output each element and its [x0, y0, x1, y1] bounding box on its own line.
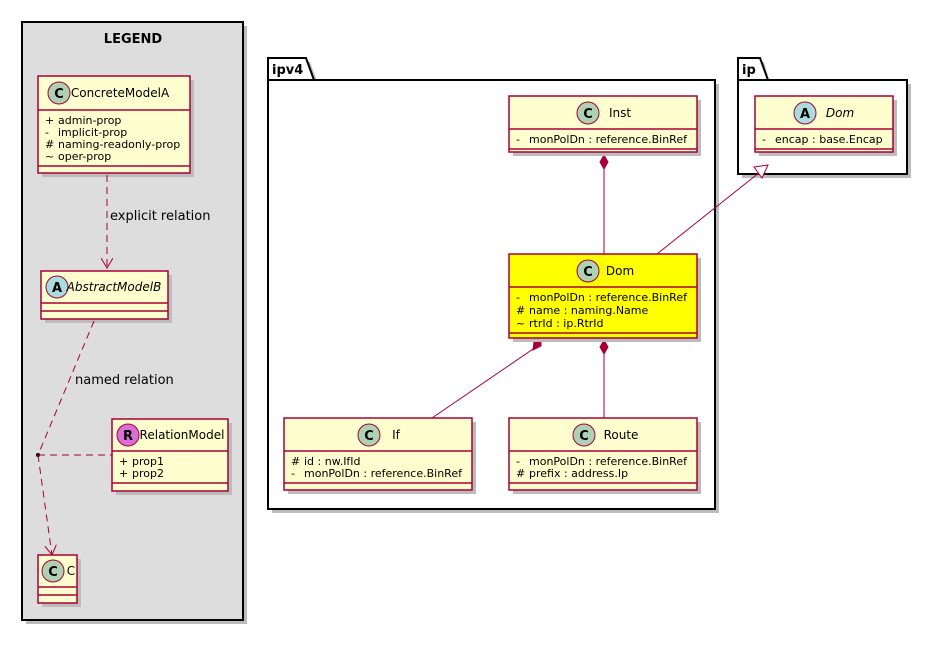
- legend-panel: LEGEND C ConcreteModelA + admin-prop - i…: [21, 21, 247, 624]
- private-visibility-icon: -: [516, 455, 520, 468]
- private-visibility-icon: -: [516, 133, 520, 146]
- class-name: ConcreteModelA: [71, 86, 170, 100]
- stereotype-letter: C: [54, 87, 64, 102]
- class-name: Route: [604, 428, 639, 442]
- legend-c-class: C C: [37, 554, 81, 607]
- stereotype-letter: C: [48, 565, 58, 580]
- protected-visibility-icon: #: [291, 455, 300, 468]
- prop-label: prop1: [132, 455, 164, 468]
- class-name: AbstractModelB: [66, 280, 162, 294]
- class-stereotype-icon: [576, 259, 600, 283]
- class-stereotype-icon: [576, 101, 600, 125]
- composition-diamond-icon: [599, 338, 609, 356]
- prop-label: admin-prop: [58, 114, 121, 127]
- class-ipv4-inst: C Inst - monPolDn : reference.BinRef: [508, 95, 701, 156]
- stereotype-letter: A: [800, 107, 810, 122]
- abstract-stereotype-icon: [793, 101, 817, 125]
- public-visibility-icon: +: [45, 114, 54, 127]
- dom-if-composition: [431, 346, 537, 419]
- class-stereotype-icon: [357, 423, 381, 447]
- class-ipv4-dom: C Dom - monPolDn : reference.BinRef # na…: [508, 253, 701, 342]
- class-name: Dom: [826, 106, 854, 120]
- explicit-relation-label: explicit relation: [110, 209, 210, 224]
- named-relation-edge: [37, 320, 95, 456]
- relation-target-edge: [37, 454, 52, 555]
- protected-visibility-icon: #: [516, 467, 525, 480]
- class-ipv4-if: C If # id : nw.IfId - monPolDn : referen…: [283, 417, 476, 494]
- package-visibility-icon: ~: [45, 150, 54, 163]
- legend-concrete-model-class: C ConcreteModelA + admin-prop - implicit…: [37, 75, 194, 177]
- prop-label: prop2: [132, 467, 164, 480]
- class-name: RelationModel: [140, 428, 225, 442]
- stereotype-letter: C: [579, 429, 589, 444]
- generalization-arrow-icon: [753, 164, 769, 179]
- class-stereotype-icon: [41, 559, 65, 583]
- class-name: Dom: [606, 264, 634, 278]
- prop-label: prefix : address.Ip: [529, 467, 628, 480]
- prop-label: naming-readonly-prop: [58, 138, 180, 151]
- stereotype-letter: C: [364, 429, 374, 444]
- class-ipv4-route: C Route - monPolDn : reference.BinRef # …: [508, 417, 701, 494]
- public-visibility-icon: +: [119, 455, 128, 468]
- dom-inherits-ip-dom: [656, 171, 761, 255]
- abstract-stereotype-icon: [45, 275, 69, 299]
- prop-label: monPolDn : reference.BinRef: [529, 455, 688, 468]
- private-visibility-icon: -: [516, 291, 520, 304]
- package-name: ipv4: [272, 63, 303, 78]
- private-visibility-icon: -: [762, 133, 766, 146]
- legend-title: LEGEND: [104, 32, 163, 47]
- prop-label: encap : base.Encap: [775, 133, 883, 146]
- named-relation-label: named relation: [75, 373, 174, 388]
- legend-abstract-model-class: A AbstractModelB: [40, 270, 172, 323]
- prop-label: oper-prop: [58, 150, 111, 163]
- stereotype-letter: C: [583, 107, 593, 122]
- legend-relation-model-class: R RelationModel + prop1 + prop2: [111, 418, 232, 495]
- prop-label: id : nw.IfId: [304, 455, 361, 468]
- package-visibility-icon: ~: [516, 317, 525, 330]
- protected-visibility-icon: #: [516, 304, 525, 317]
- prop-label: rtrId : ip.RtrId: [529, 317, 604, 330]
- class-stereotype-icon: [47, 81, 71, 105]
- public-visibility-icon: +: [119, 467, 128, 480]
- private-visibility-icon: -: [291, 467, 295, 480]
- class-ip-dom: A Dom - encap : base.Encap: [754, 95, 897, 156]
- prop-label: name : naming.Name: [529, 304, 649, 317]
- prop-label: implicit-prop: [58, 126, 127, 139]
- class-name: Inst: [609, 106, 631, 120]
- class-stereotype-icon: [572, 423, 596, 447]
- private-visibility-icon: -: [45, 126, 49, 139]
- class-name: C: [67, 564, 75, 578]
- prop-label: monPolDn : reference.BinRef: [529, 133, 688, 146]
- prop-label: monPolDn : reference.BinRef: [304, 467, 463, 480]
- stereotype-letter: C: [583, 265, 593, 280]
- stereotype-letter: A: [52, 281, 62, 296]
- package-name: ip: [742, 63, 756, 78]
- stereotype-letter: R: [123, 429, 133, 444]
- relation-stereotype-icon: [116, 423, 140, 447]
- protected-visibility-icon: #: [45, 138, 54, 151]
- prop-label: monPolDn : reference.BinRef: [529, 291, 688, 304]
- composition-diamond-icon: [599, 153, 609, 171]
- package-ipv4: ipv4: [267, 57, 719, 513]
- class-name: If: [392, 428, 401, 442]
